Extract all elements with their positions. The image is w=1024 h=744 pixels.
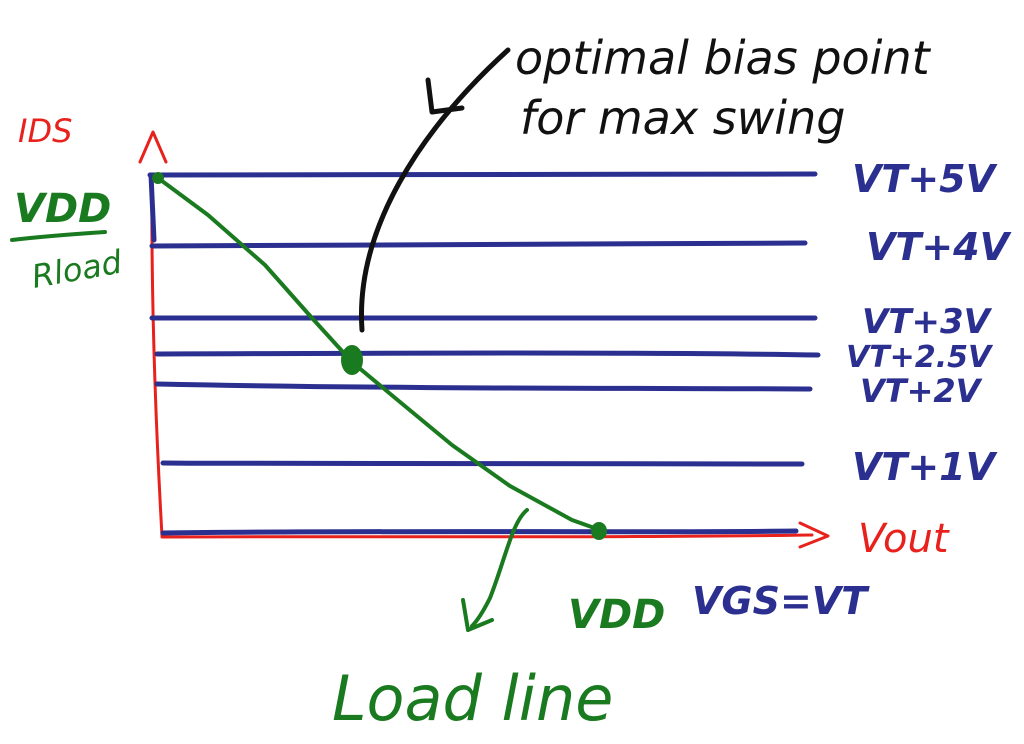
x-axis xyxy=(160,533,814,539)
load-line-path xyxy=(156,176,602,532)
curve-vt-plus-3v xyxy=(149,314,818,322)
curve-vt-plus-2-5v xyxy=(154,350,821,358)
curve-vgs-eq-vt xyxy=(160,528,799,536)
axes xyxy=(138,130,830,549)
curve-label-vt-plus-3v: VT+3V xyxy=(862,302,993,342)
bias-point-annotation-line1: optimal bias point xyxy=(515,31,932,85)
curve-label-vt-plus-5v: VT+5V xyxy=(852,157,998,201)
optimal-bias-point-marker xyxy=(341,345,363,375)
vdd-over-rload-denominator: Rload xyxy=(29,243,126,296)
curve-label-vt-plus-2-5v: VT+2.5V xyxy=(846,340,994,375)
curve-label-vt-plus-4v: VT+4V xyxy=(866,225,1012,269)
curve-vt-plus-5v xyxy=(147,170,818,178)
bias-point-annotation-line2: for max swing xyxy=(520,91,845,145)
y-axis-arrowhead xyxy=(138,130,168,164)
characteristic-curves xyxy=(147,170,821,536)
curve-label-vgs-eq-vt: VGS=VT xyxy=(692,579,870,623)
vdd-over-rload-numerator: VDD xyxy=(14,186,111,232)
bias-point-pointer-arrowhead xyxy=(425,77,465,115)
load-line-label: Load line xyxy=(332,662,613,735)
labels: IDS Vout VDD Rload VT+5V VT+4V VT+3V VT+… xyxy=(14,31,1012,735)
blue-vertical-stroke xyxy=(148,172,157,243)
load-line-pointer-arrow xyxy=(470,508,529,628)
x-axis-arrowhead xyxy=(798,521,830,549)
bias-point-pointer-line xyxy=(358,47,511,333)
y-axis-label: IDS xyxy=(18,112,72,150)
vdd-point-marker xyxy=(591,522,607,540)
load-line-pointer-arrowhead xyxy=(461,598,494,632)
x-axis-label: Vout xyxy=(858,516,950,562)
curve-label-vt-plus-2v: VT+2V xyxy=(860,372,983,410)
bias-point-annotation-arrow xyxy=(358,47,511,333)
curve-vt-plus-4v xyxy=(149,240,808,249)
load-line xyxy=(10,172,607,632)
curve-vt-plus-1v xyxy=(160,460,805,467)
vdd-rload-point xyxy=(152,172,164,184)
vdd-over-rload-fraction-bar xyxy=(10,230,107,242)
curve-label-vt-plus-1v: VT+1V xyxy=(852,445,998,489)
vdd-x-intercept-label: VDD xyxy=(568,592,665,638)
curve-vt-plus-2v xyxy=(154,381,813,392)
